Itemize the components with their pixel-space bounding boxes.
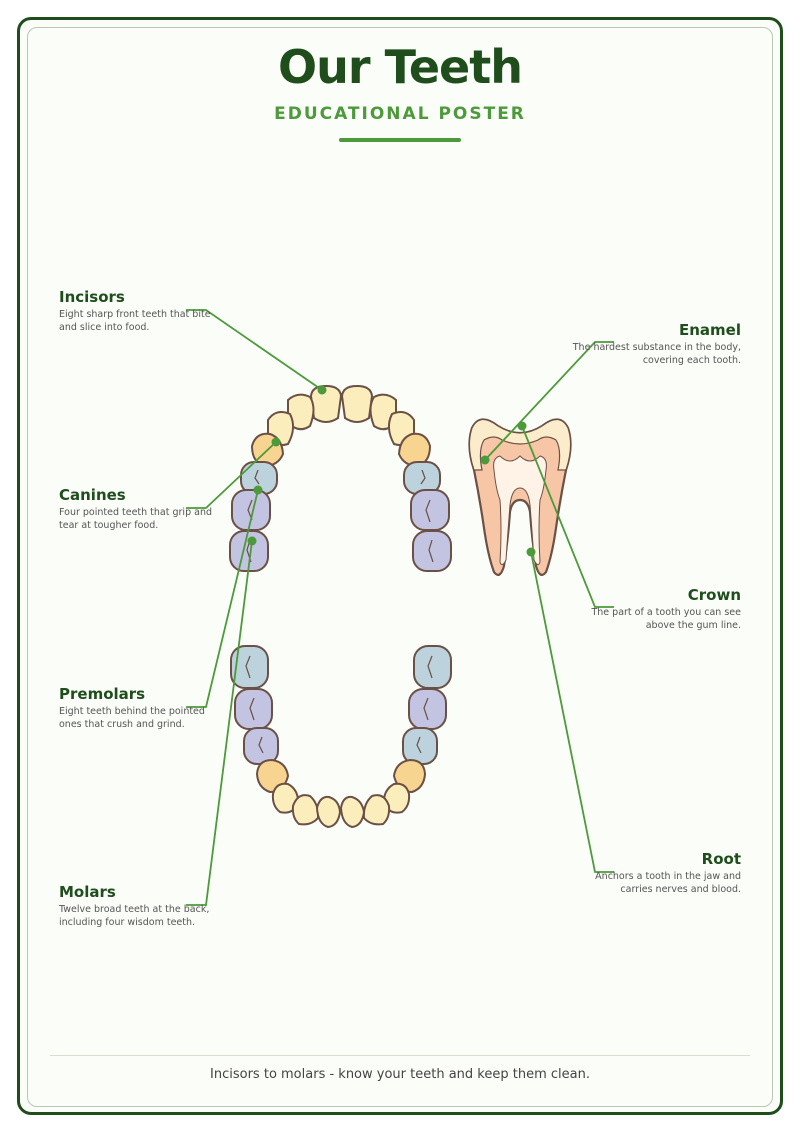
poster-title: Our Teeth <box>278 40 523 94</box>
premolars-leader <box>186 489 259 708</box>
root-dot <box>526 547 536 557</box>
tooth-fissure <box>245 655 251 679</box>
label-canines: Canines Four pointed teeth that grip and… <box>59 486 229 532</box>
label-canines-title: Canines <box>59 486 126 504</box>
lower-molar <box>234 688 273 730</box>
label-incisors-title: Incisors <box>59 288 125 306</box>
tooth-fissure <box>427 655 433 679</box>
tooth-fissure <box>247 499 253 521</box>
footer-caption: Incisors to molars - know your teeth and… <box>210 1067 590 1082</box>
tooth-fissure <box>416 736 422 754</box>
label-root-title: Root <box>701 850 741 868</box>
label-incisors: Incisors Eight sharp front teeth that bi… <box>59 288 229 334</box>
poster-subtitle: EDUCATIONAL POSTER <box>274 104 526 124</box>
tooth-cross-section <box>468 418 572 576</box>
label-crown-title: Crown <box>687 586 741 604</box>
label-premolars-desc: Eight teeth behind the pointed ones that… <box>59 706 205 730</box>
tooth-fissure <box>423 697 429 721</box>
canines-dot <box>271 437 281 447</box>
label-enamel-title: Enamel <box>679 321 741 339</box>
tooth-fissure <box>249 697 255 721</box>
poster-frame <box>17 17 783 1115</box>
label-enamel: Enamel The hardest substance in the body… <box>571 321 741 367</box>
enamel-dot <box>480 455 490 465</box>
lower-premolar <box>402 727 438 765</box>
label-premolars: Premolars Eight teeth behind the pointed… <box>59 685 229 731</box>
leader-lines <box>186 309 614 906</box>
lower-incisor <box>362 794 391 826</box>
upper-incisor <box>309 384 343 423</box>
tooth-fissure <box>425 499 431 523</box>
label-molars-title: Molars <box>59 883 116 901</box>
label-incisors-desc: Eight sharp front teeth that bite and sl… <box>59 309 211 333</box>
title-underline <box>339 138 461 142</box>
root-leader <box>530 551 614 873</box>
footer-divider <box>50 1055 750 1056</box>
label-crown: Crown The part of a tooth you can see ab… <box>571 586 741 632</box>
tooth-fissure <box>428 539 434 563</box>
crown-dot <box>517 421 527 431</box>
label-root-desc: Anchors a tooth in the jaw and carries n… <box>595 871 741 895</box>
tooth-fissure <box>420 469 426 485</box>
upper-incisor <box>287 393 315 431</box>
incisors-leader <box>186 309 323 391</box>
leader-dots <box>247 385 536 557</box>
pulp-cavity <box>493 455 547 566</box>
upper-molar <box>231 489 271 531</box>
molars-leader <box>186 540 253 906</box>
label-canines-desc: Four pointed teeth that grip and tear at… <box>59 507 212 531</box>
label-crown-desc: The part of a tooth you can see above th… <box>591 607 741 631</box>
molars-dot <box>247 536 257 546</box>
lower-molar <box>408 688 447 730</box>
upper-incisor <box>340 384 374 423</box>
upper-molar <box>410 489 450 531</box>
label-premolars-title: Premolars <box>59 685 146 703</box>
lower-incisor <box>315 795 342 829</box>
label-root: Root Anchors a tooth in the jaw and carr… <box>571 850 741 896</box>
incisors-dot <box>317 385 327 395</box>
label-enamel-desc: The hardest substance in the body, cover… <box>572 342 741 366</box>
canines-leader <box>186 441 277 509</box>
tooth-fissure <box>254 469 260 485</box>
premolars-dot <box>253 485 263 495</box>
label-molars: Molars Twelve broad teeth at the back, i… <box>59 883 229 929</box>
poster-inner-frame <box>27 27 773 1107</box>
tooth-fissure <box>258 736 264 754</box>
crown-leader <box>521 425 614 608</box>
upper-molar <box>412 530 452 572</box>
lower-premolar <box>243 727 279 765</box>
label-molars-desc: Twelve broad teeth at the back, includin… <box>59 904 210 928</box>
lower-incisor <box>291 794 320 826</box>
dental-arch <box>229 384 452 829</box>
lower-molar <box>413 645 452 689</box>
lower-incisor <box>339 795 366 829</box>
enamel-leader <box>484 341 614 461</box>
enamel-layer <box>468 418 572 471</box>
